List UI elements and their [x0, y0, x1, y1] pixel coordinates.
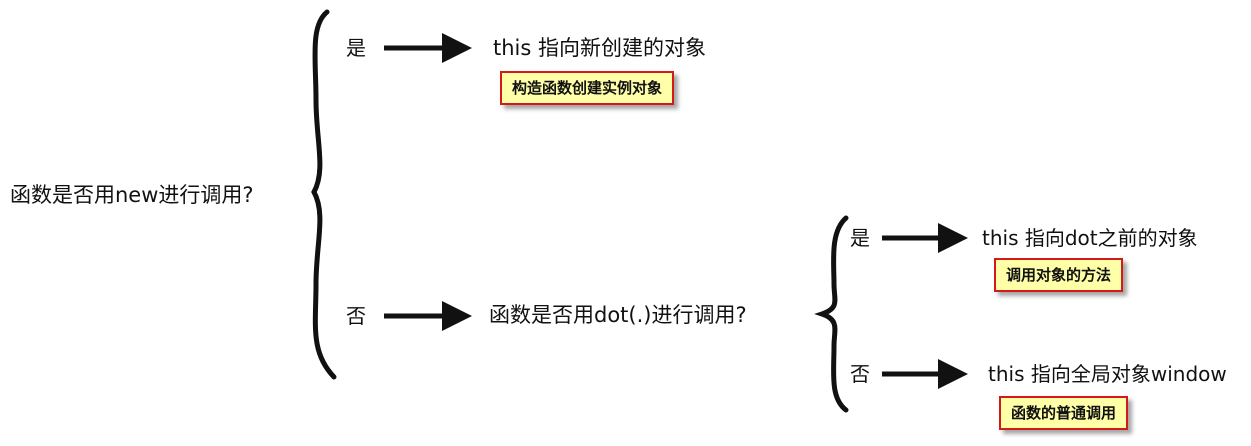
branch-no-question: 函数是否用dot(.)进行调用?	[489, 303, 747, 327]
sub-yes-label: 是	[850, 226, 870, 250]
sub-yes-result: this 指向dot之前的对象	[982, 226, 1198, 250]
root-question: 函数是否用new进行调用?	[10, 183, 254, 207]
brace-large	[311, 9, 337, 380]
sub-no-label: 否	[850, 362, 870, 386]
branch-yes-result: this 指向新创建的对象	[493, 36, 706, 60]
branch-yes-note: 构造函数创建实例对象	[500, 71, 675, 105]
sub-no-note: 函数的普通调用	[999, 396, 1129, 430]
sub-no-result: this 指向全局对象window	[988, 362, 1227, 386]
branch-no-label: 否	[346, 304, 366, 328]
sub-yes-note: 调用对象的方法	[994, 258, 1124, 292]
brace-small	[814, 215, 849, 413]
branch-yes-label: 是	[346, 36, 366, 60]
